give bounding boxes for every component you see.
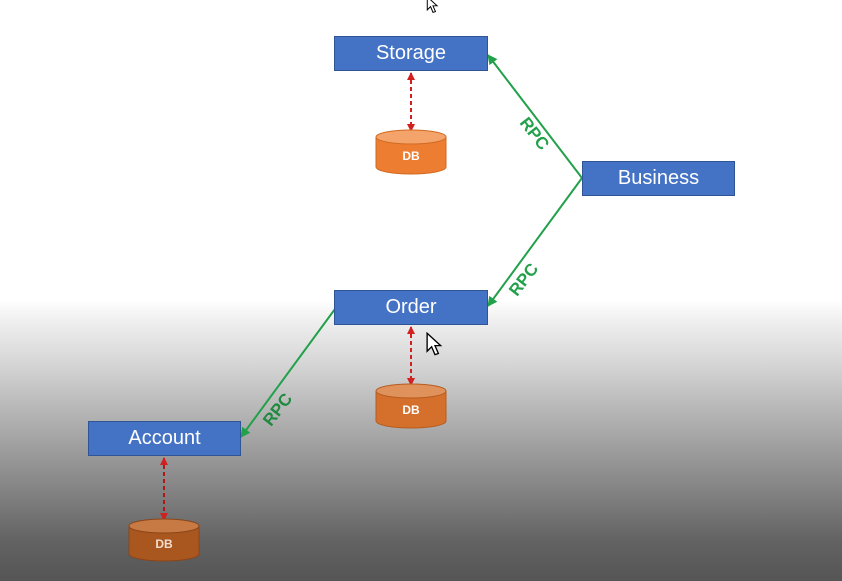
rpc-link-business-order [487,177,583,307]
storage-db-cylinder: DB [375,129,447,175]
rpc-link-business-storage [487,54,583,179]
business-node: Business [582,161,735,196]
rpc-label-account: RPC [259,390,296,430]
rpc-link-order-account [240,308,336,438]
mouse-cursor-icon [426,0,439,13]
mouse-cursor-icon [426,332,443,356]
order-node: Order [334,290,488,325]
account-db-cylinder: DB [128,518,200,562]
rpc-label-storage: RPC [516,114,553,154]
order-db-label: DB [402,403,420,417]
storage-node: Storage [334,36,488,71]
order-db-cylinder: DB [375,383,447,429]
storage-db-label: DB [402,149,420,163]
account-node: Account [88,421,241,456]
account-db-label: DB [155,537,173,551]
rpc-label-order: RPC [505,260,542,300]
